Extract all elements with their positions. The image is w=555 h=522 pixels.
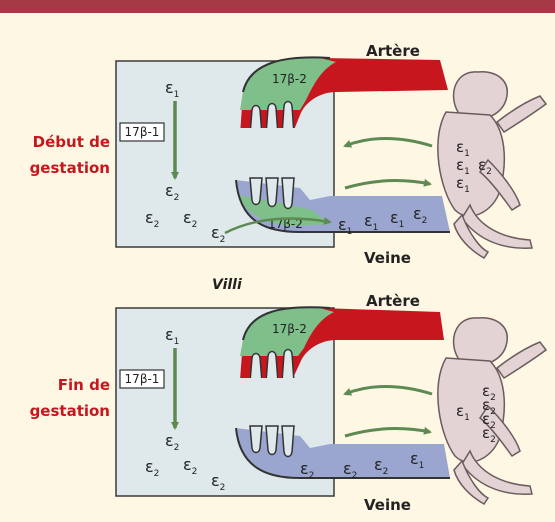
phase-label-fin-line1: Fin de (58, 376, 110, 394)
villi-label: Villi (212, 277, 242, 293)
vein-villi-2 (250, 426, 294, 457)
artere-label-1: Artère (366, 42, 420, 60)
enzyme-17b2-artery-label-2: 17β-2 (272, 322, 307, 336)
veine-label-1: Veine (364, 249, 411, 267)
phase-label-debut-line2: gestation (30, 159, 110, 177)
artere-label-2: Artère (366, 292, 420, 310)
top-bar (0, 0, 555, 13)
artery-villi-2 (250, 350, 294, 383)
phase-label-debut-line1: Début de (33, 133, 110, 151)
veine-label-2: Veine (364, 496, 411, 514)
artery-mask-2 (236, 378, 302, 388)
enzyme-17b2-artery-label-1: 17β-2 (272, 72, 307, 86)
vein-villi-1 (250, 178, 294, 209)
artery-mask-1 (236, 128, 302, 138)
phase-label-fin-line2: gestation (30, 402, 110, 420)
enzyme-17b1-label-2: 17β-1 (125, 372, 160, 386)
enzyme-17b1-label-1: 17β-1 (125, 125, 160, 139)
